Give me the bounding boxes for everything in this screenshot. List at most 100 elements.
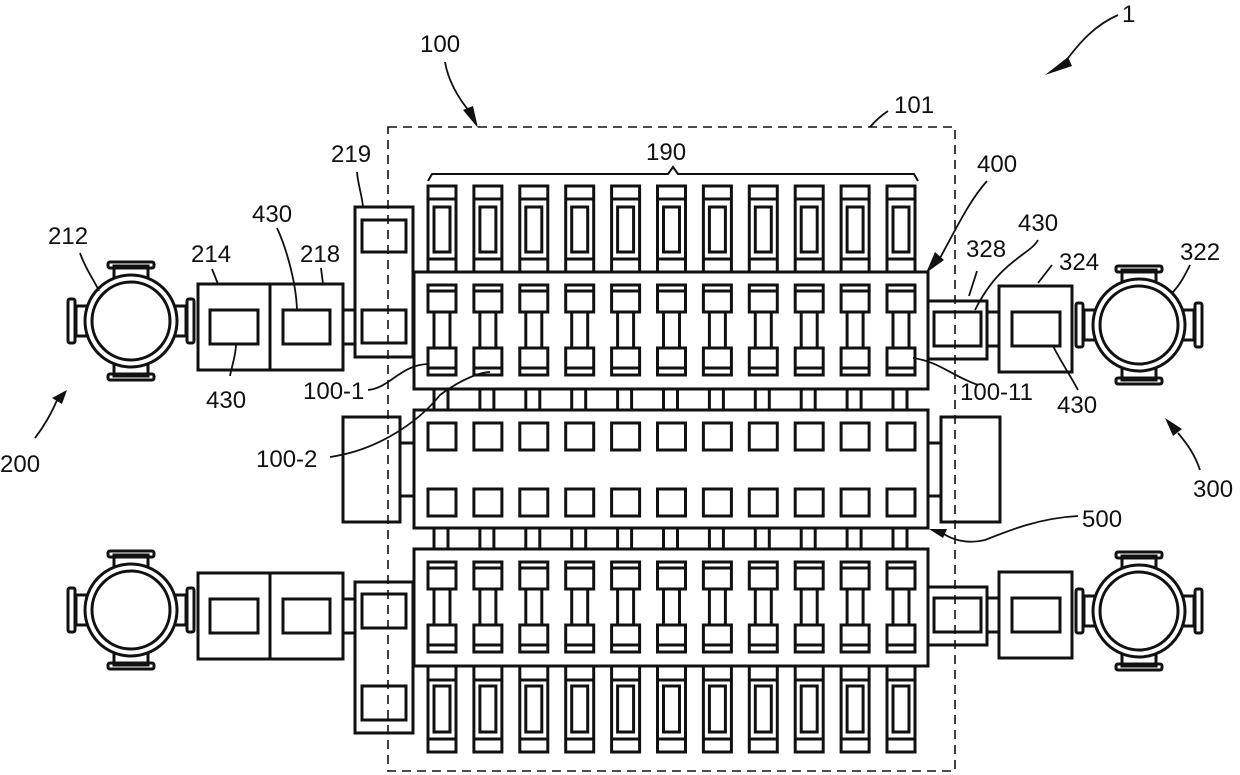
process-chamber-bottom	[841, 666, 869, 752]
process-chamber-bottom	[658, 666, 686, 752]
module-shaft	[480, 589, 496, 625]
chamber-inner-ring	[1100, 572, 1178, 650]
flange-left	[1076, 589, 1083, 633]
module-bottom-block	[795, 625, 823, 652]
label-430-upper-left: 430	[252, 201, 292, 228]
process-module	[658, 562, 686, 652]
chamber-window	[893, 686, 909, 732]
module-top-block	[795, 285, 823, 312]
module-shaft	[618, 589, 634, 625]
module-top-block	[841, 285, 869, 312]
module-shaft	[526, 312, 542, 348]
module-bottom-block	[887, 625, 915, 652]
module-shaft	[480, 312, 496, 348]
chamber-window	[755, 207, 771, 252]
frame-pad-lower	[749, 489, 777, 516]
label-300: 300	[1193, 476, 1233, 503]
process-chamber-top	[658, 186, 686, 272]
frame-pad-lower	[887, 489, 915, 516]
robot-430	[1012, 312, 1060, 346]
module-top-block	[658, 285, 686, 312]
process-module	[520, 285, 548, 375]
module-shaft	[434, 312, 450, 348]
module-bottom-block	[612, 625, 640, 652]
load-port-200-bottom	[68, 551, 355, 669]
process-module	[566, 285, 594, 375]
chamber-window	[893, 207, 909, 252]
process-module	[887, 562, 915, 652]
leader-500	[944, 516, 1078, 542]
frame-pad-upper	[749, 423, 777, 450]
process-chamber-bottom	[428, 666, 456, 752]
chamber-window	[618, 686, 634, 732]
process-chamber-top	[795, 186, 823, 272]
arrowhead-500	[929, 529, 947, 538]
label-190: 190	[646, 139, 686, 166]
process-module	[841, 562, 869, 652]
unload-buffer-328	[928, 587, 987, 645]
chamber-window	[847, 686, 863, 732]
arrowhead-300	[1165, 418, 1182, 436]
label-101: 101	[894, 92, 934, 119]
left-frame-box	[343, 417, 414, 522]
chamber-window	[480, 686, 496, 732]
module-bottom-block	[795, 348, 823, 375]
process-module	[703, 285, 731, 375]
process-chamber-bottom	[887, 666, 915, 752]
label-500: 500	[1082, 506, 1122, 533]
label-200: 200	[0, 451, 40, 478]
module-shaft	[526, 589, 542, 625]
frame-pad-lower	[703, 489, 731, 516]
process-module	[566, 562, 594, 652]
chamber-window	[709, 686, 725, 732]
frame-pad-upper	[612, 423, 640, 450]
process-chamber-top	[428, 186, 456, 272]
frame-pad-upper	[566, 423, 594, 450]
module-shaft	[572, 312, 588, 348]
frame-pad-lower	[566, 489, 594, 516]
frame-pad-upper	[428, 423, 456, 450]
module-top-block	[474, 285, 502, 312]
robot-430	[210, 310, 258, 344]
process-module	[841, 285, 869, 375]
process-module	[612, 562, 640, 652]
module-shaft	[434, 589, 450, 625]
label-100-2: 100-2	[256, 446, 317, 473]
label-100-11: 100-11	[960, 379, 1033, 406]
brace-190	[428, 167, 918, 181]
frame-pad-upper	[474, 423, 502, 450]
process-chamber-top	[841, 186, 869, 272]
frame-pad-upper	[703, 423, 731, 450]
label-100: 100	[420, 31, 460, 58]
module-bottom-block	[612, 348, 640, 375]
leader-430-d	[1053, 346, 1078, 390]
module-bottom-block	[520, 625, 548, 652]
frame-pad-lower	[841, 489, 869, 516]
module-shaft	[618, 312, 634, 348]
process-module	[795, 562, 823, 652]
transfer-buffer-219-top	[355, 207, 413, 357]
label-218: 218	[300, 241, 340, 268]
frame-pad-upper	[658, 423, 686, 450]
label-400: 400	[977, 151, 1017, 178]
chamber-window	[618, 207, 634, 252]
label-328: 328	[966, 236, 1006, 263]
frame-pad-upper	[841, 423, 869, 450]
module-shaft	[801, 312, 817, 348]
process-chamber-top	[566, 186, 594, 272]
label-324: 324	[1059, 249, 1099, 276]
module-top-block	[887, 285, 915, 312]
module-top-block	[612, 285, 640, 312]
module-shaft	[709, 312, 725, 348]
leader-200	[35, 398, 58, 438]
callout-labels: 1 100 101 190 200 212 214 218 219 430 43…	[0, 1, 1233, 533]
unload-buffer-328	[928, 301, 987, 359]
module-bottom-block	[841, 348, 869, 375]
arrowhead-200	[52, 390, 67, 404]
module-bottom-block	[474, 348, 502, 375]
chamber-window	[801, 686, 817, 732]
frame-pad-upper	[795, 423, 823, 450]
process-module	[428, 562, 456, 652]
process-module	[428, 285, 456, 375]
top-process-chambers	[428, 186, 915, 272]
